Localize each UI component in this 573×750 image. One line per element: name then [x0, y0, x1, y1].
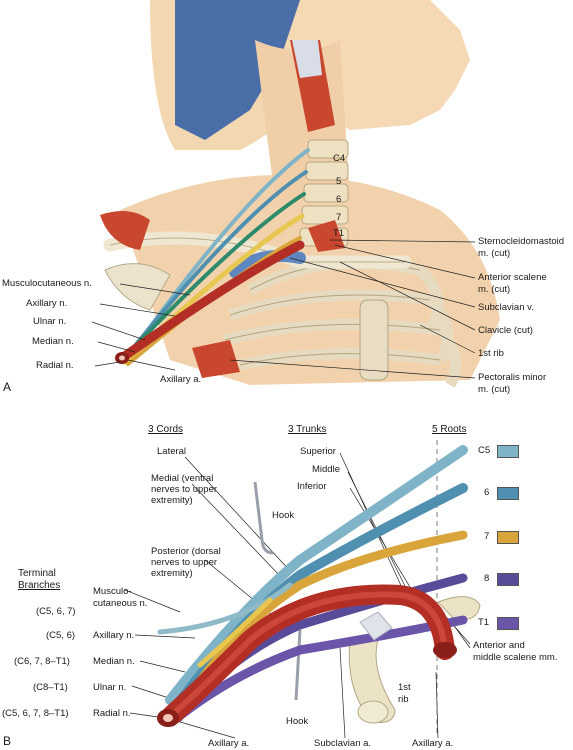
terminal-nerve-median: Median n.: [93, 656, 135, 667]
first-rib: [348, 639, 396, 723]
terminal-roots-axillary: (C5, 6): [46, 630, 76, 641]
label-scalene-2: m. (cut): [478, 284, 511, 295]
torso-skin: [120, 175, 500, 385]
axillary-artery-a: [117, 240, 305, 363]
root-label-c8: 8: [484, 573, 490, 584]
label-axillary-artery-b-right: Axillary a.: [412, 738, 454, 749]
label-ulnar-a: Ulnar n.: [33, 316, 67, 327]
label-clavicle: Clavicle (cut): [478, 325, 533, 336]
leaders-a: [91, 239, 476, 379]
rib-cut-end: [357, 700, 389, 724]
root-swatch-c6: [497, 487, 519, 500]
label-radial-a: Radial n.: [36, 360, 74, 371]
terminal-roots-radial: (C5, 6, 7, 8–T1): [2, 708, 69, 719]
artery-highlight-b: [169, 591, 448, 718]
header-cords: 3 Cords: [148, 424, 184, 435]
root-swatch-c8: [497, 573, 519, 586]
label-rib-b-2: rib: [398, 694, 409, 705]
panel-a-art: [91, 0, 500, 388]
terminal-roots-median: (C6, 7, 8–T1): [14, 656, 70, 667]
trunk-inferior: Inferior: [297, 481, 327, 492]
label-scalene-1: Anterior scalene: [478, 272, 547, 283]
root-swatch-c7: [497, 531, 519, 544]
terminal-nerve-axillary: Axillary n.: [93, 630, 135, 641]
scalene-cut: [359, 611, 393, 641]
vertebra-t1: T1: [333, 228, 345, 239]
scm-tendon: [292, 40, 322, 78]
label-scalene-b-1: Anterior and: [473, 640, 525, 651]
terminal-roots-musculocutaneous: (C5, 6, 7): [36, 606, 76, 617]
panel-a-letter: A: [3, 380, 12, 394]
artery-lumen-a: [119, 355, 125, 361]
label-axillary-artery-b-left: Axillary a.: [208, 738, 250, 749]
label-rib-b-1: 1st: [398, 682, 411, 693]
terminal-nerve-radial: Radial n.: [93, 708, 131, 719]
vertebra-c5: 5: [336, 176, 342, 187]
hook-lower: [294, 629, 302, 701]
anterior-scalene: [308, 220, 345, 252]
panel-b-letter: B: [3, 734, 12, 748]
root-label-c7: 7: [484, 531, 490, 542]
cord-lateral: Lateral: [157, 446, 187, 457]
pectoralis-minor: [192, 340, 240, 378]
label-hook-upper: Hook: [272, 510, 295, 521]
label-subclavian-artery-b: Subclavian a.: [314, 738, 372, 749]
terminal-nerve-musculocutaneous-2: cutaneous n.: [93, 598, 148, 609]
label-musculocutaneous-a: Musculocutaneous n.: [2, 278, 92, 289]
header-roots: 5 Roots: [432, 424, 467, 435]
artery-lumen-b: [163, 714, 173, 722]
artery-root-end: [433, 642, 457, 658]
label-first-rib-a: 1st rib: [478, 348, 504, 359]
terminal-header-2: Branches: [18, 580, 61, 591]
hair: [175, 0, 300, 140]
cord-medial: Medial (ventral nerves to upper extremit…: [151, 473, 218, 506]
label-axillary-a: Axillary n.: [26, 298, 68, 309]
panel-b-art: [124, 440, 481, 739]
root-label-c6: 6: [484, 487, 490, 498]
label-pec-1: Pectoralis minor: [478, 372, 547, 383]
vertebra-c6: 6: [336, 194, 342, 205]
trunk-superior: Superior: [300, 446, 336, 457]
vertebra-c4: C4: [333, 153, 346, 164]
vertebra-c7: 7: [336, 212, 342, 223]
deltoid-cut: [100, 211, 150, 250]
root-swatch-c5: [497, 445, 519, 458]
label-pec-2: m. (cut): [478, 384, 511, 395]
plexus-nerves-a: [120, 148, 310, 366]
root-swatch-t1: [497, 617, 519, 630]
root-label-t1: T1: [478, 617, 490, 628]
sternum: [359, 299, 389, 381]
label-scm-2: m. (cut): [478, 248, 511, 259]
header-trunks: 3 Trunks: [288, 424, 327, 435]
terminal-nerve-ulnar: Ulnar n.: [93, 682, 127, 693]
terminal-roots-ulnar: (C8–T1): [33, 682, 68, 693]
label-subclavian-vein: Subclavian v.: [478, 302, 534, 313]
label-scalene-b-2: middle scalene mm.: [473, 652, 558, 663]
terminal-header-1: Terminal: [18, 568, 56, 579]
trunk-middle: Middle: [312, 464, 340, 475]
root-label-c5: C5: [478, 445, 491, 456]
terminal-nerve-musculocutaneous-1: Musculo-: [93, 586, 132, 597]
label-scm-1: Sternocleidomastoid: [478, 236, 565, 247]
label-hook-lower: Hook: [286, 716, 309, 727]
hook-upper: [253, 481, 274, 555]
label-median-a: Median n.: [32, 336, 74, 347]
cord-posterior: Posterior (dorsal nerves to upper extrem…: [151, 546, 221, 579]
label-axillary-artery-a: Axillary a.: [160, 374, 202, 385]
face: [240, 0, 470, 130]
